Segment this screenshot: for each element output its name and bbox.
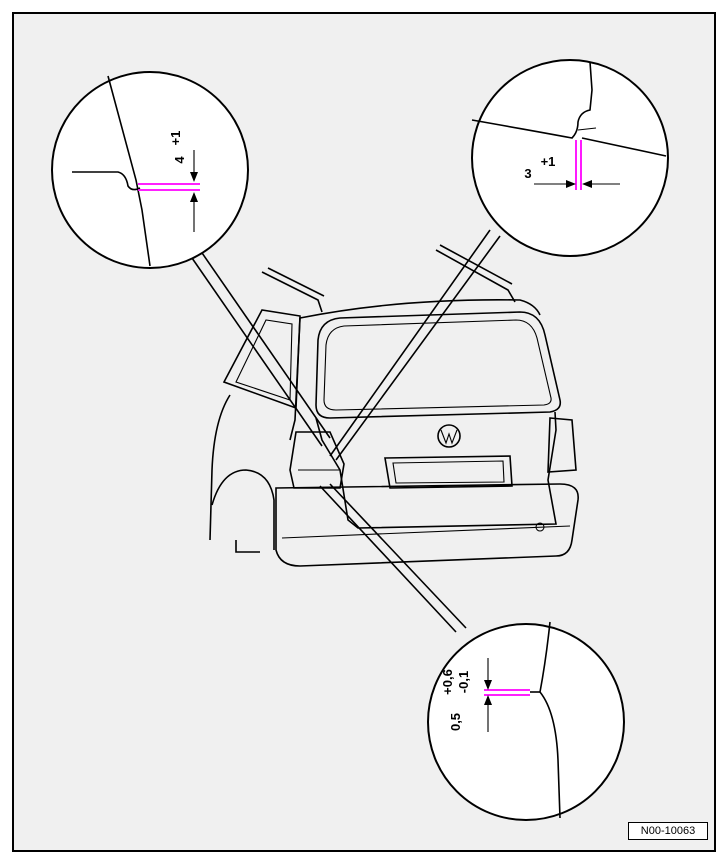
dimension-label-tolerance-lower: -0,1 [456, 671, 471, 693]
leader-top-left [199, 249, 331, 439]
leader-bottom [319, 485, 457, 633]
leader-top-right [335, 235, 501, 461]
arrow-down-icon [190, 172, 198, 182]
arrow-up-icon [190, 192, 198, 202]
arrow-right-icon [566, 180, 576, 188]
dimension-label-main: 3 [524, 166, 531, 181]
dimension-label-main: 4 [172, 156, 187, 164]
arrow-left-icon [582, 180, 592, 188]
arrow-down-icon [484, 680, 492, 690]
detail-bottom: 0,5 +0,6 -0,1 [427, 621, 625, 821]
dimension-label-tolerance-upper: +0,6 [440, 669, 455, 695]
vw-logo-icon [437, 424, 461, 448]
figure-id-label: N00-10063 [628, 822, 708, 840]
vehicle [209, 244, 579, 567]
arrow-up-icon [484, 695, 492, 705]
detail-top-right: 3 +1 [471, 59, 669, 257]
detail-top-left: 4 +1 [51, 71, 249, 269]
dimension-label-main: 0,5 [448, 713, 463, 731]
dimension-label-tolerance: +1 [168, 131, 183, 146]
leader-lines [191, 229, 501, 633]
dimension-label-tolerance: +1 [541, 154, 556, 169]
